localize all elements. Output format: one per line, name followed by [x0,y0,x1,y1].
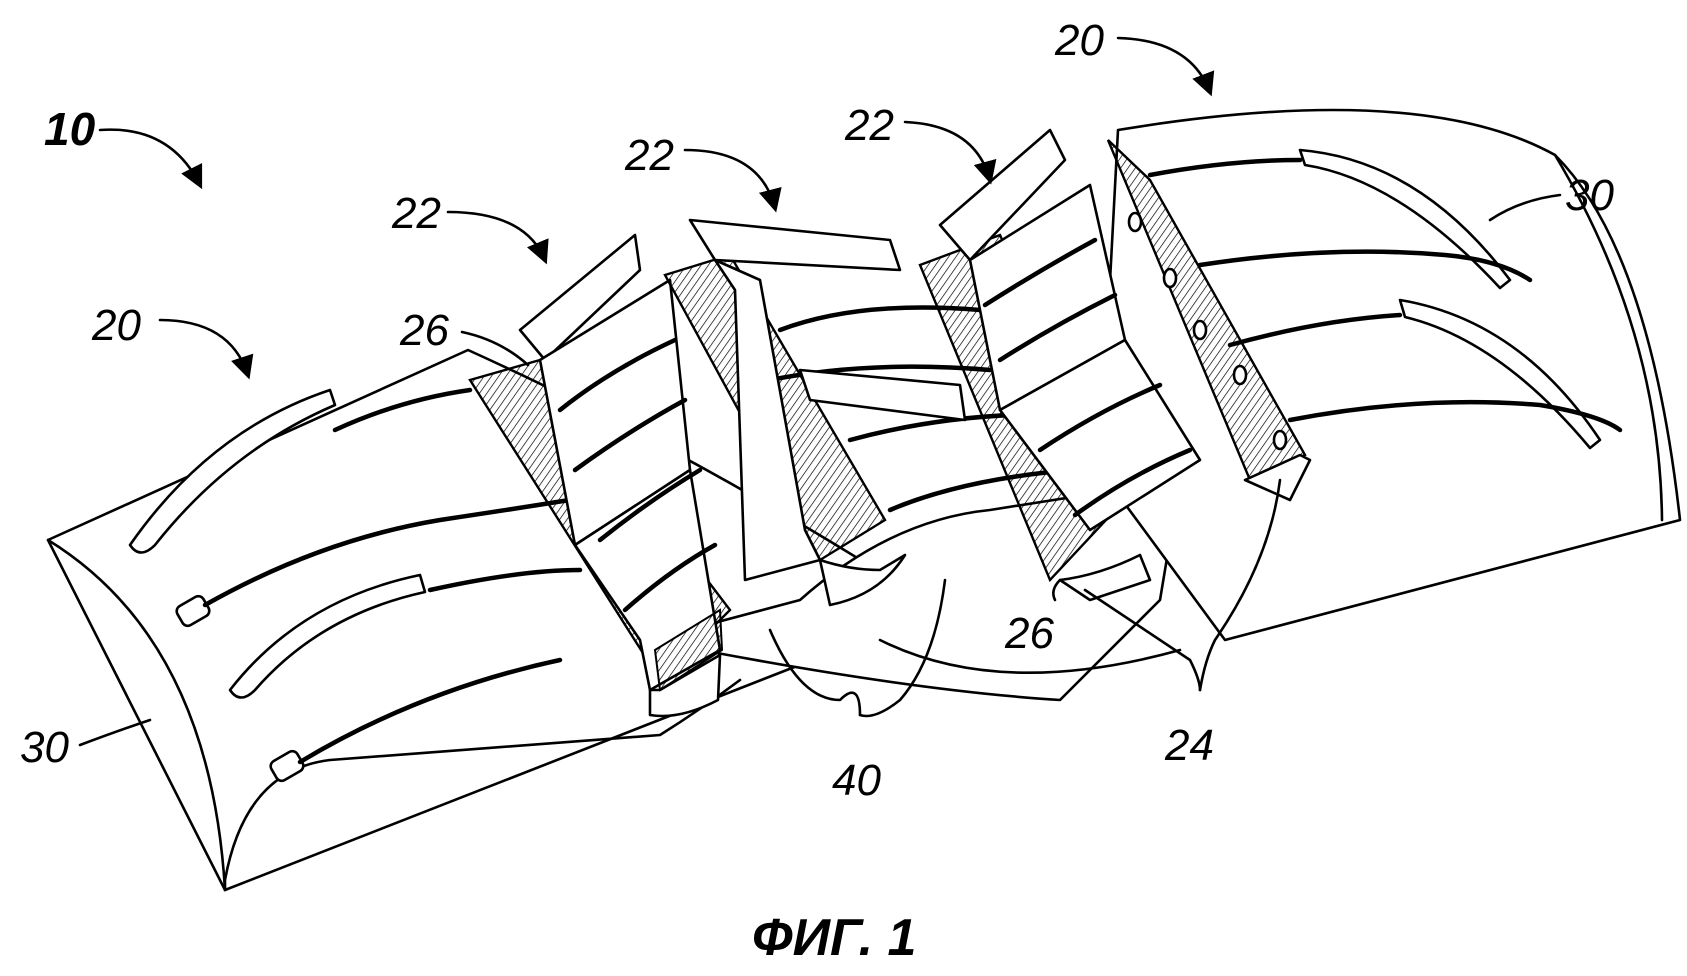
right-slots [1298,148,1602,450]
label-20-right: 20 [1054,16,1104,65]
label-22-left: 22 [391,189,441,238]
label-30-left: 30 [20,723,69,772]
reference-labels: 10 20 20 22 22 22 26 26 30 30 40 24 [20,16,1614,805]
label-40: 40 [832,756,881,805]
leader-lines [78,36,1562,747]
bracket-center [663,218,967,607]
label-10: 10 [44,103,96,155]
label-20-left: 20 [91,301,141,350]
left-slots [128,388,427,783]
bracket-right [918,128,1312,602]
right-grooves [1147,157,1623,433]
right-segment [1098,108,1682,642]
bracket-left [468,233,732,718]
label-24: 24 [1164,721,1214,770]
fastener-holes [1127,211,1288,451]
label-26-right: 26 [1004,609,1054,658]
label-30-right: 30 [1565,171,1614,220]
figure-caption: ФИГ. 1 [752,909,916,967]
label-22-right: 22 [844,101,894,150]
left-segment [46,348,942,892]
label-26-left: 26 [399,306,449,355]
label-22-center: 22 [624,131,674,180]
